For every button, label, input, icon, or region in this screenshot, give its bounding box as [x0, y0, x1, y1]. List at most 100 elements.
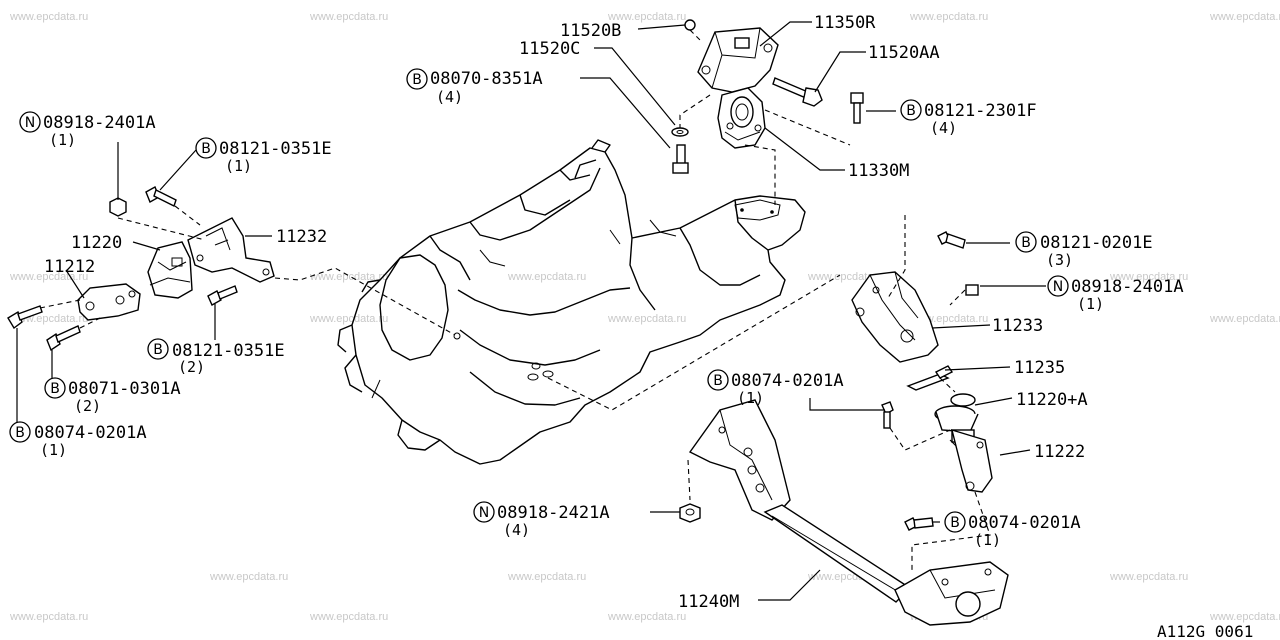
bolt-08121-0351e-lower — [207, 285, 238, 306]
callout-08918-2401a-left: N 08918-2401A (1) — [19, 111, 156, 149]
quantity: (1) — [737, 389, 764, 407]
bolt-08074-0201a-lower — [904, 517, 934, 531]
watermark: www.epcdata.ru — [1209, 11, 1280, 23]
watermark: www.epcdata.ru — [1209, 611, 1280, 623]
part-number: 11330M — [848, 161, 909, 181]
bolt-08074-0201a-left — [7, 305, 43, 330]
prefix-letter: N — [479, 505, 489, 521]
prefix-letter: B — [50, 381, 60, 397]
callout-08121-0351e-1: B 08121-0351E (1) — [195, 137, 332, 175]
prefix-circle — [944, 511, 966, 533]
part-number: 08918-2401A — [43, 113, 156, 133]
quantity: (2) — [178, 358, 205, 376]
callout-11330m: 11330M — [848, 161, 909, 181]
bolt-08121-2301f — [850, 92, 864, 124]
callout-11212: 11212 — [44, 257, 95, 277]
prefix-letter: B — [906, 103, 916, 119]
callout-08071-0301a: B 08071-0301A (2) — [44, 377, 181, 415]
callout-11520b: 11520B — [560, 21, 621, 41]
prefix-circle — [406, 68, 428, 90]
mount-bracket-11212 — [77, 283, 141, 321]
nut-11520b — [684, 19, 696, 31]
watermark: www.epcdata.ru — [9, 611, 88, 623]
prefix-circle — [195, 137, 217, 159]
quantity: (4) — [930, 119, 957, 137]
callout-11222: 11222 — [1034, 442, 1085, 462]
prefix-circle — [9, 421, 31, 443]
callout-11235: 11235 — [1014, 358, 1065, 378]
part-number: 11240M — [678, 592, 739, 612]
callout-11232: 11232 — [276, 227, 327, 247]
prefix-letter: B — [950, 515, 960, 531]
prefix-letter: B — [412, 72, 422, 88]
mount-bracket-11233 — [851, 271, 939, 363]
quantity: (1) — [40, 441, 67, 459]
callout-11520c: 11520C — [519, 39, 580, 59]
callout-08074-0201a-lower: B 08074-0201A (1) — [944, 511, 1081, 549]
watermark: www.epcdata.ru — [607, 11, 686, 23]
quantity: (2) — [74, 397, 101, 415]
callout-08121-2301f: B 08121-2301F (4) — [900, 99, 1037, 137]
callout-11240m: 11240M — [678, 592, 739, 612]
quantity: (1) — [225, 157, 252, 175]
mount-bracket-11232 — [187, 217, 275, 283]
bolt-08071-0301a — [46, 325, 81, 352]
watermark: www.epcdata.ru — [309, 611, 388, 623]
part-number: 08918-2401A — [1071, 277, 1184, 297]
crossmember-11240m — [688, 399, 1009, 626]
watermark: www.epcdata.ru — [507, 571, 586, 583]
nut-08918-2401a-right — [965, 284, 979, 296]
leader-lines — [16, 21, 1046, 601]
part-number: 08070-8351A — [430, 69, 543, 89]
prefix-letter: B — [713, 373, 723, 389]
prefix-letter: B — [15, 425, 25, 441]
quantity: (1) — [1077, 295, 1104, 313]
watermark: www.epcdata.ru — [9, 11, 88, 23]
prefix-circle — [707, 369, 729, 391]
prefix-circle — [1047, 275, 1069, 297]
diagram-code: A112G 0061 — [1157, 622, 1253, 640]
part-number: 08918-2421A — [497, 503, 610, 523]
quantity: (1) — [49, 131, 76, 149]
quantity: (3) — [1046, 251, 1073, 269]
part-number: 11350R — [814, 13, 876, 33]
bolt-08070-8351a — [672, 144, 689, 174]
part-number: 11232 — [276, 227, 327, 247]
part-number: 08074-0201A — [731, 371, 844, 391]
prefix-circle — [147, 338, 169, 360]
washer-11520c — [671, 127, 689, 137]
watermark: www.epcdata.ru — [309, 11, 388, 23]
callout-08918-2421a: N 08918-2421A (4) — [473, 501, 610, 539]
callout-11350r: 11350R — [814, 13, 876, 33]
part-number: 11222 — [1034, 442, 1085, 462]
mount-insulator-11220-a — [934, 393, 979, 453]
bolt-11520aa — [772, 77, 823, 107]
mount-insulator-11220 — [147, 241, 193, 299]
prefix-letter: B — [201, 141, 211, 157]
watermark: www.epcdata.ru — [309, 313, 388, 325]
watermark: www.epcdata.ru — [507, 271, 586, 283]
part-number: 08071-0301A — [68, 379, 181, 399]
nut-08918-2401a-left — [109, 197, 127, 217]
part-number: 08074-0201A — [968, 513, 1081, 533]
nut-08918-2421a — [679, 503, 701, 523]
part-number: 08121-2301F — [924, 101, 1037, 121]
part-number: 11520AA — [868, 43, 940, 63]
part-number: 08121-0351E — [172, 341, 285, 361]
part-number: 11233 — [992, 316, 1043, 336]
part-number: 08121-0351E — [219, 139, 332, 159]
watermark: www.epcdata.ru — [1209, 313, 1280, 325]
callout-11233: 11233 — [992, 316, 1043, 336]
prefix-letter: N — [1053, 279, 1063, 295]
watermark: www.epcdata.ru — [309, 271, 388, 283]
prefix-circle — [900, 99, 922, 121]
callout-08074-0201a-left: B 08074-0201A (1) — [9, 421, 147, 459]
prefix-circle — [473, 501, 495, 523]
callout-08074-0201a-mid: B 08074-0201A (1) — [707, 369, 844, 407]
part-number: 11212 — [44, 257, 95, 277]
part-number: 11520C — [519, 39, 580, 59]
prefix-letter: B — [1021, 235, 1031, 251]
engine-transmission-assembly — [337, 139, 806, 465]
plate-11235 — [906, 365, 954, 391]
